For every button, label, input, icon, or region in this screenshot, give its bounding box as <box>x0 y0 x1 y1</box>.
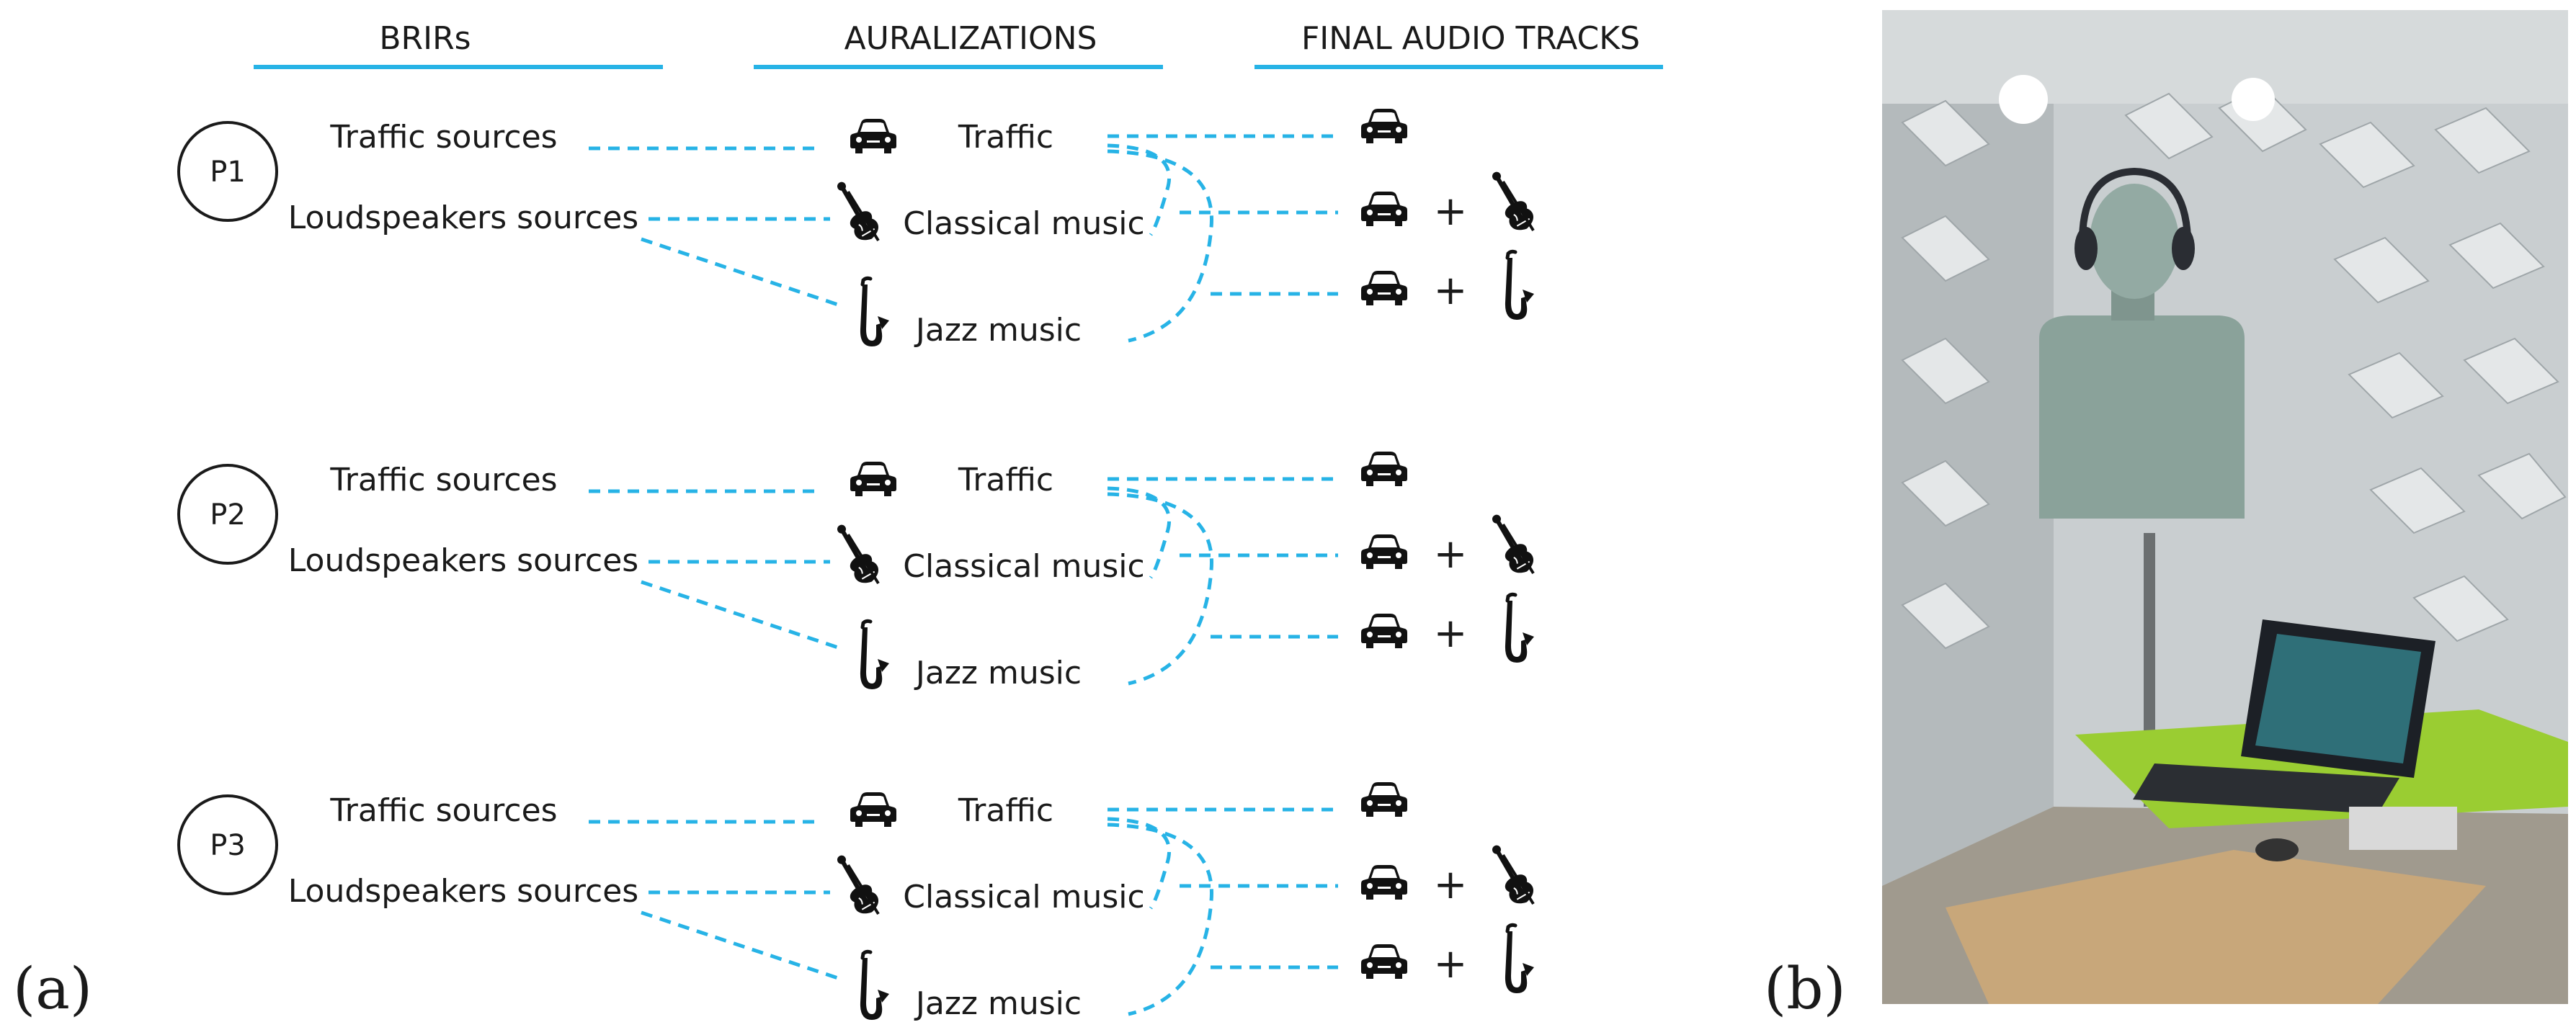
plus-sign: + <box>1434 861 1468 908</box>
connector-traffic-classical-merge <box>1107 486 1172 579</box>
saxophone-icon <box>1505 925 1534 993</box>
brir-loudspeakers-label: Loudspeakers sources <box>288 873 638 910</box>
saxophone-icon <box>860 278 889 346</box>
auralization-traffic-label: Traffic <box>958 792 1053 829</box>
violin-icon <box>1481 838 1540 910</box>
violin-icon <box>1481 164 1540 237</box>
violin-icon <box>826 517 885 590</box>
plus-sign: + <box>1434 188 1468 235</box>
connector-traffic-classical-merge <box>1107 817 1172 910</box>
car-icon <box>1361 944 1407 979</box>
car-icon <box>1361 614 1407 648</box>
auralization-classical-label: Classical music <box>903 548 1144 585</box>
saxophone-icon <box>1505 594 1534 663</box>
car-icon <box>850 119 896 153</box>
connector-traffic-jazz-merge <box>1107 823 1213 1016</box>
brir-traffic-label: Traffic sources <box>329 792 557 829</box>
header-final-audio-tracks: FINAL AUDIO TRACKS <box>1301 20 1640 57</box>
header-brirs: BRIRs <box>379 20 471 57</box>
auralization-jazz-label: Jazz music <box>914 655 1082 691</box>
position-circle <box>177 464 278 565</box>
plus-sign: + <box>1434 941 1468 987</box>
car-icon <box>1361 452 1407 486</box>
car-icon <box>850 792 896 827</box>
position-group-p2: P2 Traffic sources Loudspeakers sources … <box>177 452 1540 691</box>
auralization-jazz-label: Jazz music <box>914 312 1082 349</box>
panel-label-b: (b) <box>1764 955 1846 1022</box>
connector-loudspeakers-jazz <box>641 237 839 307</box>
brir-loudspeakers-label: Loudspeakers sources <box>288 200 638 236</box>
position-label: P3 <box>210 829 246 862</box>
position-group-p1: P1 Traffic sources Loudspeakers sources … <box>177 109 1540 349</box>
car-icon <box>1361 534 1407 569</box>
brir-loudspeakers-label: Loudspeakers sources <box>288 542 638 579</box>
car-icon <box>850 462 896 496</box>
panel-label-a: (a) <box>13 955 92 1022</box>
position-label: P2 <box>210 498 246 532</box>
brir-traffic-label: Traffic sources <box>329 462 557 498</box>
position-label: P1 <box>210 156 246 189</box>
connector-loudspeakers-jazz <box>641 910 839 980</box>
auralization-traffic-label: Traffic <box>958 462 1053 498</box>
auralization-classical-label: Classical music <box>903 205 1144 242</box>
car-icon <box>1361 192 1407 226</box>
auralization-classical-label: Classical music <box>903 879 1144 915</box>
saxophone-icon <box>860 621 889 689</box>
position-group-p3: P3 Traffic sources Loudspeakers sources … <box>177 782 1540 1022</box>
car-icon <box>1361 109 1407 143</box>
plus-sign: + <box>1434 267 1468 314</box>
car-icon <box>1361 271 1407 305</box>
connector-traffic-classical-merge <box>1107 143 1172 236</box>
connector-traffic-jazz-merge <box>1107 492 1213 686</box>
violin-icon <box>826 174 885 247</box>
violin-icon <box>1481 507 1540 580</box>
anechoic-chamber-photo <box>1882 10 2568 1004</box>
car-icon <box>1361 865 1407 900</box>
plus-sign: + <box>1434 610 1468 657</box>
connector-loudspeakers-jazz <box>641 580 839 650</box>
header-auralizations: AURALIZATIONS <box>844 20 1097 57</box>
car-icon <box>1361 782 1407 817</box>
violin-icon <box>826 848 885 920</box>
auralization-traffic-label: Traffic <box>958 119 1053 156</box>
position-circle <box>177 794 278 895</box>
saxophone-icon <box>860 951 889 1020</box>
plus-sign: + <box>1434 531 1468 578</box>
brir-traffic-label: Traffic sources <box>329 119 557 156</box>
connector-traffic-jazz-merge <box>1107 149 1213 343</box>
saxophone-icon <box>1505 251 1534 320</box>
position-circle <box>177 121 278 222</box>
auralization-jazz-label: Jazz music <box>914 985 1082 1022</box>
